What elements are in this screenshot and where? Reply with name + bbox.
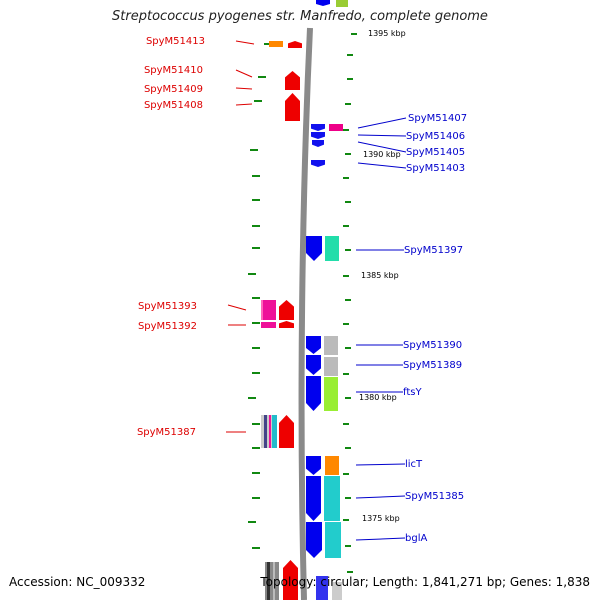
gene-arrow — [306, 476, 321, 521]
scale-label: 1385 kbp — [361, 271, 399, 280]
accession-text: Accession: NC_009332 — [9, 575, 146, 589]
gene-stripe — [269, 415, 271, 448]
gene-stripe — [261, 300, 263, 320]
gene-arrow — [279, 415, 294, 448]
gene-block — [269, 41, 283, 47]
gene-arrow — [306, 336, 321, 354]
gene-leader-line — [355, 537, 406, 541]
scale-label: 1380 kbp — [359, 393, 397, 402]
gene-block — [332, 582, 342, 600]
gene-leader-line — [355, 463, 406, 466]
gene-arrow — [306, 456, 321, 475]
gene-leader-line — [235, 69, 253, 78]
gene-label-right: SpyM51397 — [404, 245, 463, 256]
gene-label-left: SpyM51392 — [138, 321, 197, 332]
gene-block — [261, 300, 276, 320]
gene-arrow — [306, 376, 321, 411]
gene-block — [325, 456, 339, 475]
gene-arrow — [312, 140, 324, 147]
scale-label: 1395 kbp — [368, 29, 406, 38]
gene-arrow — [306, 236, 322, 261]
gene-label-left: SpyM51410 — [144, 65, 203, 76]
gene-label-right: SpyM51405 — [406, 147, 465, 158]
gene-leader-line — [357, 134, 407, 137]
gene-block — [324, 336, 338, 355]
gene-block — [261, 322, 276, 328]
gene-arrow — [283, 560, 298, 600]
gene-label-left: SpyM51393 — [138, 301, 197, 312]
gene-arrow — [288, 41, 302, 48]
gene-label-right: SpyM51403 — [406, 163, 465, 174]
gene-stripe — [272, 415, 277, 448]
gene-label-left: SpyM51409 — [144, 84, 203, 95]
gene-arrow — [311, 124, 325, 131]
genome-title: Streptococcus pyogenes str. Manfredo, co… — [112, 9, 488, 24]
gene-leader-line — [357, 117, 407, 129]
gene-leader-line — [235, 103, 253, 106]
gene-block — [325, 236, 339, 261]
gene-label-left: SpyM51413 — [146, 36, 205, 47]
gene-leader-line — [357, 141, 407, 153]
gene-block — [324, 476, 340, 521]
gene-label-right: SpyM51389 — [403, 360, 462, 371]
gene-label-right: bglA — [405, 533, 427, 544]
gene-stripe — [267, 562, 270, 600]
gene-arrow — [306, 522, 322, 558]
gene-stripe — [273, 562, 275, 600]
gene-block — [316, 576, 328, 600]
genome-stats-text: Topology: circular; Length: 1,841,271 bp… — [260, 575, 590, 589]
gene-arrow — [279, 300, 294, 320]
gene-block — [336, 0, 348, 7]
gene-stripe — [264, 415, 267, 448]
gene-arrow — [306, 355, 321, 375]
gene-block — [324, 377, 338, 411]
gene-block — [324, 357, 338, 376]
gene-block — [325, 522, 341, 558]
gene-label-right: SpyM51390 — [403, 340, 462, 351]
gene-arrow — [316, 0, 330, 6]
gene-arrow — [311, 132, 325, 139]
gene-leader-line — [355, 495, 406, 499]
scale-label: 1390 kbp — [363, 150, 401, 159]
gene-label-right: ftsY — [403, 387, 422, 398]
gene-label-right: licT — [405, 459, 423, 470]
gene-label-right: SpyM51385 — [405, 491, 464, 502]
gene-arrow — [285, 71, 300, 90]
gene-label-right: SpyM51406 — [406, 131, 465, 142]
gene-arrow — [311, 160, 325, 167]
gene-leader-line — [235, 40, 255, 45]
gene-arrow — [279, 321, 294, 328]
genome-backbone — [298, 27, 313, 600]
gene-label-left: SpyM51408 — [144, 100, 203, 111]
gene-label-right: SpyM51407 — [408, 113, 467, 124]
gene-leader-line — [357, 162, 407, 169]
gene-leader-line — [227, 304, 247, 311]
gene-arrow — [285, 93, 300, 121]
gene-block — [329, 124, 343, 131]
gene-label-left: SpyM51387 — [137, 427, 196, 438]
scale-label: 1375 kbp — [362, 514, 400, 523]
gene-leader-line — [235, 87, 253, 90]
